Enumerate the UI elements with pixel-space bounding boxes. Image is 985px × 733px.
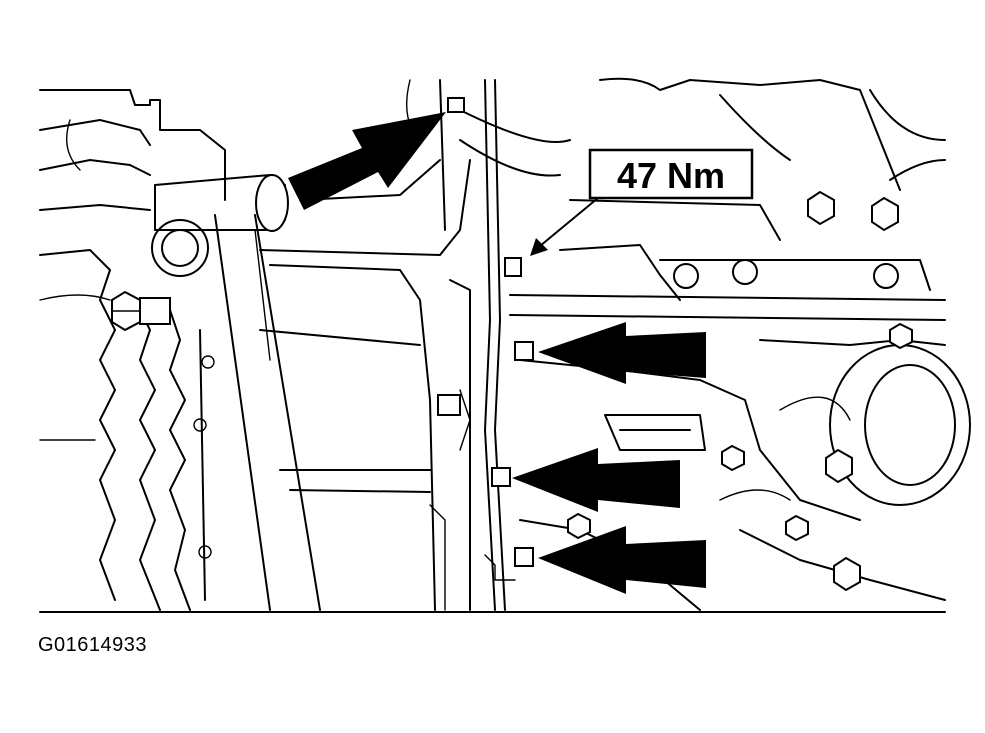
- bolt-icon: [111, 290, 171, 332]
- arrow-icon: [538, 526, 706, 594]
- arrow-icon: [538, 322, 706, 384]
- bellhousing-seam: [484, 79, 506, 611]
- left-housing: [39, 89, 226, 611]
- torque-value-label: 47 Nm: [617, 155, 725, 196]
- drive-shaft: [154, 174, 321, 611]
- figure-id-label: G01614933: [38, 634, 148, 656]
- bolt-icon: [567, 190, 913, 592]
- center-housing: [259, 79, 571, 611]
- arrow-icon: [512, 448, 680, 512]
- torque-callout: 47 Nm: [530, 148, 754, 256]
- arrow-icon: [288, 112, 446, 210]
- transmission-bolts: [447, 97, 534, 581]
